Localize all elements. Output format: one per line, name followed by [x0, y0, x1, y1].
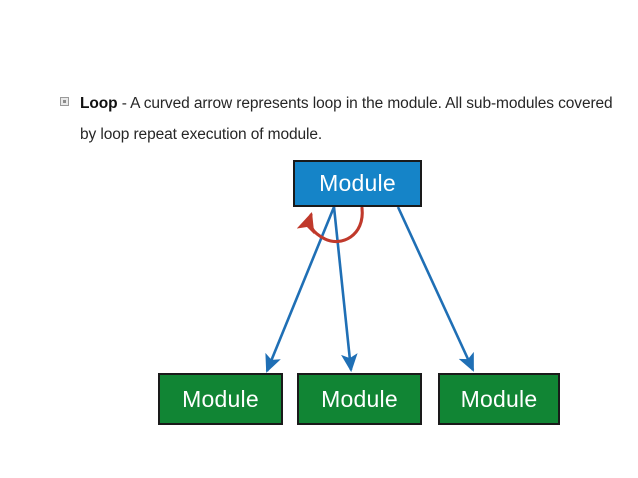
module-node-child-3[interactable]: Module [438, 373, 560, 425]
module-node-child-1-label: Module [182, 385, 259, 412]
module-node-root[interactable]: Module [293, 160, 422, 207]
bullet-block: Loop - A curved arrow represents loop in… [58, 88, 618, 150]
arrow-root-to-child-3 [396, 206, 475, 372]
bullet-description: - A curved arrow represents loop in the … [80, 95, 613, 143]
loop-curved-arrow [296, 206, 364, 244]
bullet-lead-term: Loop [80, 95, 118, 112]
arrow-root-to-child-1 [265, 206, 336, 373]
module-node-child-1[interactable]: Module [158, 373, 283, 425]
module-node-child-3-label: Module [460, 385, 538, 412]
bullet-paragraph: Loop - A curved arrow represents loop in… [58, 88, 618, 150]
module-node-child-2-label: Module [321, 385, 398, 412]
small-square-bullet-icon [60, 97, 69, 106]
module-node-root-label: Module [319, 170, 396, 196]
arrow-root-to-child-2 [332, 206, 358, 373]
module-node-child-2[interactable]: Module [297, 373, 422, 425]
